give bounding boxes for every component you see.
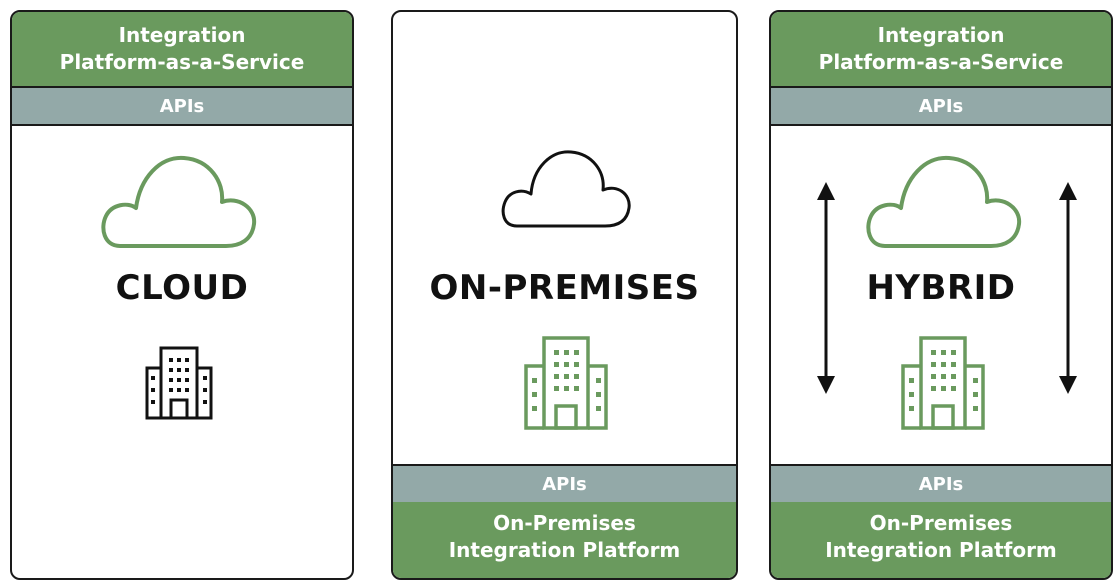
on-premises-panel: ON-PREMISES APIs On-Premises Integration… bbox=[391, 10, 738, 580]
apis-bar: APIs bbox=[393, 464, 736, 504]
building-icon bbox=[901, 336, 985, 430]
ipaas-header-line1: Integration bbox=[118, 23, 246, 47]
ipaas-header: Integration Platform-as-a-Service bbox=[12, 12, 352, 86]
ipaas-header-line2: Platform-as-a-Service bbox=[59, 50, 305, 74]
cloud-panel: Integration Platform-as-a-Service APIs C… bbox=[10, 10, 354, 580]
on-premises-label: ON-PREMISES bbox=[429, 268, 700, 308]
cloud-icon bbox=[101, 155, 257, 248]
ipaas-header-line2: Platform-as-a-Service bbox=[818, 50, 1064, 74]
cloud-label: CLOUD bbox=[115, 268, 249, 308]
cloud-icon bbox=[501, 150, 631, 228]
apis-bar: APIs bbox=[771, 464, 1111, 504]
cloud-icon bbox=[866, 155, 1022, 248]
ipaas-header: Integration Platform-as-a-Service bbox=[771, 12, 1111, 86]
footer-line1: On-Premises bbox=[493, 511, 636, 535]
apis-bar: APIs bbox=[12, 86, 352, 126]
on-premises-footer: On-Premises Integration Platform bbox=[771, 502, 1111, 578]
footer-line1: On-Premises bbox=[869, 511, 1013, 535]
hybrid-panel: Integration Platform-as-a-Service APIs H… bbox=[769, 10, 1113, 580]
double-arrow-icon bbox=[817, 182, 835, 394]
on-premises-footer: On-Premises Integration Platform bbox=[393, 502, 736, 578]
building-icon bbox=[145, 346, 213, 420]
apis-bar: APIs bbox=[771, 86, 1111, 126]
double-arrow-icon bbox=[1059, 182, 1077, 394]
ipaas-header-line1: Integration bbox=[877, 23, 1005, 47]
building-icon bbox=[524, 336, 608, 430]
footer-line2: Integration Platform bbox=[448, 538, 681, 562]
hybrid-label: HYBRID bbox=[866, 268, 1016, 308]
footer-line2: Integration Platform bbox=[825, 538, 1057, 562]
